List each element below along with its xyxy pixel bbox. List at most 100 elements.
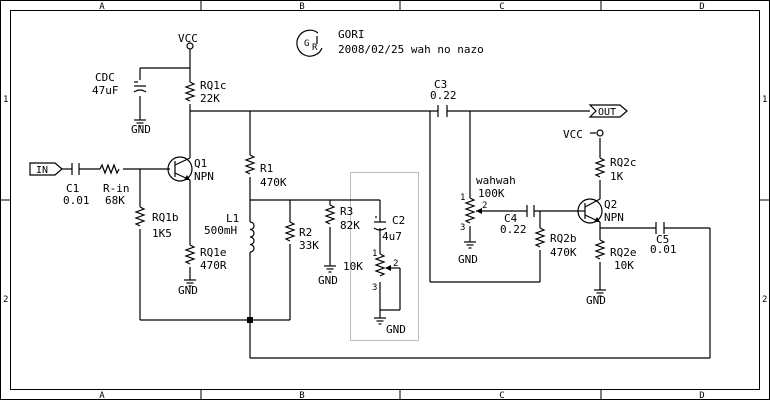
c2-capacitor: C2 4u7 — [373, 214, 405, 243]
l1-value: 500mH — [204, 224, 237, 237]
pot10k-value: 10K — [343, 260, 363, 273]
r2-value: 33K — [299, 239, 319, 252]
gnd-wah-icon — [463, 241, 477, 249]
col-b-top: B — [299, 2, 304, 12]
rq1c-resistor — [185, 81, 195, 102]
svg-text:G: G — [304, 39, 309, 49]
title-subtitle: 2008/02/25 wah no nazo — [338, 43, 484, 56]
vcc-top-label: VCC — [178, 32, 198, 45]
r3-value: 82K — [340, 219, 360, 232]
q2-transistor: Q2 NPN — [577, 198, 624, 224]
c1-value: 0.01 — [63, 194, 90, 207]
c5-value: 0.01 — [650, 243, 677, 256]
wires — [62, 49, 711, 359]
row-1-left: 1 — [3, 95, 8, 105]
rq2c-ref: RQ2c — [610, 156, 637, 169]
rq1c-value: 22K — [200, 92, 220, 105]
wahwah-value: 100K — [478, 187, 505, 200]
r1-ref: R1 — [260, 162, 273, 175]
rin-ref: R-in — [103, 182, 130, 195]
output-port-label: OUT — [598, 107, 616, 118]
row-2-right: 2 — [762, 295, 767, 305]
wahwah-pot: wahwah 100K 1 2 3 — [460, 174, 516, 233]
col-a-top: A — [99, 2, 105, 12]
cdc-value: 47uF — [92, 84, 119, 97]
col-b-bottom: B — [299, 391, 304, 400]
pot10k-pin1: 1 — [372, 249, 377, 259]
cdc-capacitor: CDC 47uF — [92, 71, 147, 97]
rq2b-value: 470K — [550, 246, 577, 259]
rq1b-value: 1K5 — [152, 227, 172, 240]
pot10k-pin3: 3 — [372, 283, 377, 293]
wahwah-pin2: 2 — [482, 201, 487, 211]
input-port-label: IN — [36, 165, 48, 176]
col-c-bottom: C — [499, 391, 504, 400]
rq2c-resistor — [595, 157, 605, 178]
row-1-right: 1 — [762, 95, 767, 105]
rq1b-ref: RQ1b — [152, 211, 179, 224]
q1-transistor: Q1 NPN — [167, 156, 214, 183]
rq1e-value: 470R — [200, 259, 227, 272]
c4-value: 0.22 — [500, 223, 527, 236]
r2-ref: R2 — [299, 226, 312, 239]
q2-ref: Q2 — [604, 198, 617, 211]
svg-text:R: R — [312, 43, 318, 53]
c2-ref: C2 — [392, 214, 405, 227]
gnd-pot-label: GND — [386, 323, 406, 336]
col-d-bottom: D — [699, 391, 704, 400]
input-port: IN — [29, 162, 63, 176]
col-d-top: D — [699, 2, 704, 12]
pot-section-box — [350, 172, 419, 341]
rq1e-ref: RQ1e — [200, 246, 227, 259]
rq2e-value: 10K — [614, 259, 634, 272]
wahwah-ref: wahwah — [476, 174, 516, 187]
output-port: OUT — [588, 104, 628, 118]
c3-capacitor: C3 0.22 — [430, 78, 457, 117]
gnd-pot-icon — [373, 317, 387, 325]
c4-ref: C4 — [504, 212, 518, 225]
c3-ref: C3 — [434, 78, 447, 91]
l1-inductor: L1 500mH — [204, 212, 255, 253]
c2-value: 4u7 — [382, 230, 402, 243]
rin-value: 68K — [105, 194, 125, 207]
c4-capacitor: C4 0.22 — [500, 205, 535, 236]
gnd-q1-label: GND — [178, 284, 198, 297]
r3-resistor — [325, 204, 335, 225]
rq1c-ref: RQ1c — [200, 79, 227, 92]
gnd-q2-label: GND — [586, 294, 606, 307]
pot-10k: 10K 1 2 3 — [343, 249, 398, 293]
q1-ref: Q1 — [194, 157, 207, 170]
gnd-cdc-label: GND — [131, 123, 151, 136]
q2-value: NPN — [604, 211, 624, 224]
c1-capacitor: C1 0.01 — [63, 163, 90, 207]
r1-value: 470K — [260, 176, 287, 189]
pot10k-pin2: 2 — [393, 259, 398, 269]
r2-resistor — [285, 221, 295, 242]
gnd-r3-label: GND — [318, 274, 338, 287]
title-author: GORI — [338, 28, 365, 41]
r3-ref: R3 — [340, 205, 353, 218]
author-logo-icon: G R — [296, 29, 323, 57]
l1-ref: L1 — [226, 212, 239, 225]
rq2e-resistor — [595, 239, 605, 260]
junction-dot — [247, 317, 253, 323]
col-a-bottom: A — [99, 391, 105, 400]
rq1e-resistor — [185, 244, 195, 265]
rq2b-ref: RQ2b — [550, 232, 577, 245]
r1-resistor — [245, 154, 255, 175]
row-2-left: 2 — [3, 295, 8, 305]
c5-capacitor: C5 0.01 — [650, 222, 677, 256]
rq1b-resistor — [135, 206, 145, 227]
c3-value: 0.22 — [430, 89, 457, 102]
vcc-top-symbol: VCC — [178, 32, 198, 50]
c1-ref: C1 — [66, 182, 79, 195]
cdc-ref: CDC — [95, 71, 115, 84]
vcc-right-symbol: VCC — [563, 128, 604, 141]
gnd-r3-icon — [323, 265, 337, 273]
rq2e-ref: RQ2e — [610, 246, 637, 259]
col-c-top: C — [499, 2, 504, 12]
rq2c-value: 1K — [610, 170, 624, 183]
rq2b-resistor — [535, 227, 545, 248]
